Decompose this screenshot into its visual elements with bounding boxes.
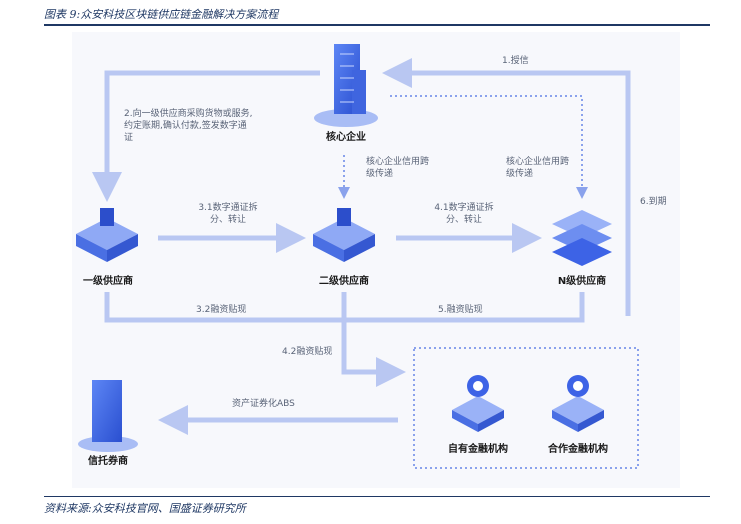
trust-building-icon bbox=[78, 380, 138, 452]
label-credit: 1.授信 bbox=[502, 56, 529, 66]
label-split41: 4.1数字通证拆分、转让 bbox=[434, 203, 494, 225]
top-rule bbox=[44, 24, 710, 26]
label-trust-a: 核心企业信用跨级传递 bbox=[366, 157, 430, 179]
node-tier2: 二级供应商 bbox=[319, 276, 369, 287]
tier2-cube-icon bbox=[313, 208, 375, 262]
label-trust-b: 核心企业信用跨级传递 bbox=[506, 157, 570, 179]
label-discount32: 3.2融资贴现 bbox=[196, 305, 247, 315]
node-tierN: N级供应商 bbox=[557, 276, 607, 287]
edge-trust-dotted-b bbox=[390, 95, 588, 199]
edge-discount42 bbox=[341, 292, 406, 387]
label-split31: 3.1数字通证拆分、转让 bbox=[198, 203, 258, 225]
node-own-finance: 自有金融机构 bbox=[448, 444, 508, 455]
node-tier1: 一级供应商 bbox=[83, 276, 133, 287]
own-finance-icon bbox=[452, 375, 504, 432]
node-trust: 信托券商 bbox=[88, 456, 128, 467]
partner-finance-icon bbox=[552, 375, 604, 432]
edge-credit bbox=[382, 58, 631, 316]
node-partner-finance: 合作金融机构 bbox=[548, 444, 608, 455]
tier1-cube-icon bbox=[76, 208, 138, 262]
tierN-stack-icon bbox=[552, 210, 612, 266]
edge-purchase bbox=[92, 70, 320, 202]
label-discount5: 5.融资贴现 bbox=[438, 305, 483, 315]
figure-source: 资料来源:众安科技官网、国盛证券研究所 bbox=[44, 502, 246, 515]
core-building-icon bbox=[314, 44, 378, 127]
label-abs: 资产证券化ABS bbox=[232, 399, 295, 409]
label-maturity: 6.到期 bbox=[640, 197, 667, 207]
label-purchase: 2.向一级供应商采购货物或服务,约定账期,确认付款,签发数字通证 bbox=[124, 109, 253, 143]
bottom-rule bbox=[44, 496, 710, 497]
finance-box bbox=[413, 347, 639, 469]
figure-title: 图表 9:众安科技区块链供应链金融解决方案流程 bbox=[44, 8, 279, 21]
label-discount42: 4.2融资贴现 bbox=[282, 347, 333, 357]
node-core: 核心企业 bbox=[326, 132, 366, 143]
